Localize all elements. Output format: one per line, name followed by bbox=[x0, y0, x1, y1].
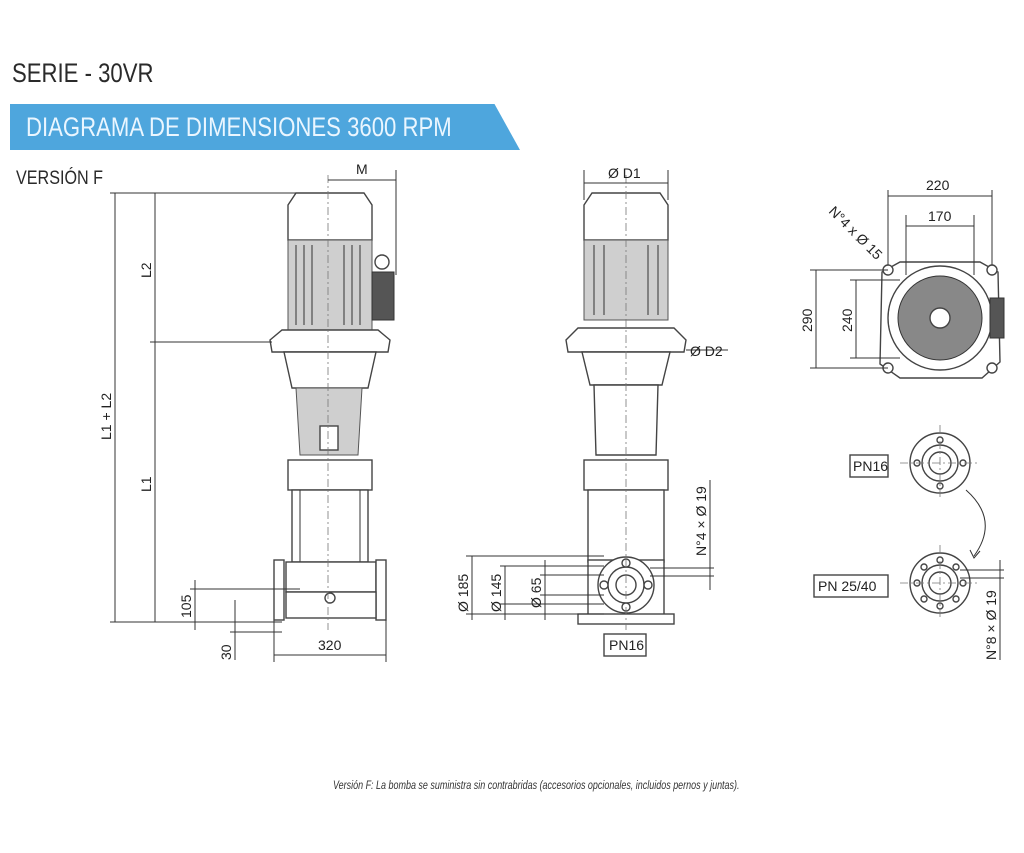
flange-label-pn16: PN16 bbox=[853, 458, 888, 474]
dim-320: 320 bbox=[318, 637, 342, 653]
dim-holes-top: N°4 x Ø 15 bbox=[826, 203, 886, 263]
flange-pn16: PN16 bbox=[849, 425, 980, 500]
flange-pn2540: PN 25/40 N°8 × Ø 19 bbox=[813, 545, 1004, 660]
dim-d2: Ø D2 bbox=[690, 343, 723, 359]
dim-l1-l2: L1 + L2 bbox=[98, 393, 114, 440]
series-title: SERIE - 30VR bbox=[12, 58, 154, 88]
dim-d1: Ø D1 bbox=[608, 165, 641, 181]
version-label: VERSIÓN F bbox=[16, 168, 104, 189]
banner-title: DIAGRAMA DE DIMENSIONES 3600 RPM bbox=[26, 112, 452, 142]
dim-holes-front: N°4 × Ø 19 bbox=[693, 486, 709, 556]
dim-240: 240 bbox=[839, 308, 855, 332]
dim-105: 105 bbox=[178, 594, 194, 618]
swap-arrow bbox=[965, 489, 986, 557]
section-banner: DIAGRAMA DE DIMENSIONES 3600 RPM bbox=[10, 104, 520, 150]
dim-holes-flange: N°8 × Ø 19 bbox=[983, 590, 999, 660]
side-view-pump bbox=[269, 175, 395, 630]
dim-l2: L2 bbox=[138, 262, 154, 278]
dim-30: 30 bbox=[218, 644, 234, 660]
front-view-dimensions: Ø D1 Ø D2 Ø 185 Ø 145 Ø 65 N°4 × Ø 19 PN… bbox=[455, 165, 728, 657]
dim-185: Ø 185 bbox=[455, 574, 471, 612]
flange-label-pn2540: PN 25/40 bbox=[818, 578, 877, 594]
footnote: Versión F: La bomba se suministra sin co… bbox=[333, 780, 740, 792]
dim-l1: L1 bbox=[138, 476, 154, 492]
flange-label-pn16-front: PN16 bbox=[609, 637, 644, 653]
dim-290: 290 bbox=[799, 308, 815, 332]
dim-220: 220 bbox=[926, 177, 950, 193]
dim-145: Ø 145 bbox=[488, 574, 504, 612]
front-view-pump bbox=[565, 175, 687, 630]
dim-65: Ø 65 bbox=[528, 577, 544, 608]
top-view-pump bbox=[879, 261, 1005, 379]
dim-m: M bbox=[356, 161, 368, 177]
dim-170: 170 bbox=[928, 208, 952, 224]
side-view-dimensions: M L2 L1 + L2 L1 105 30 320 bbox=[98, 161, 397, 662]
